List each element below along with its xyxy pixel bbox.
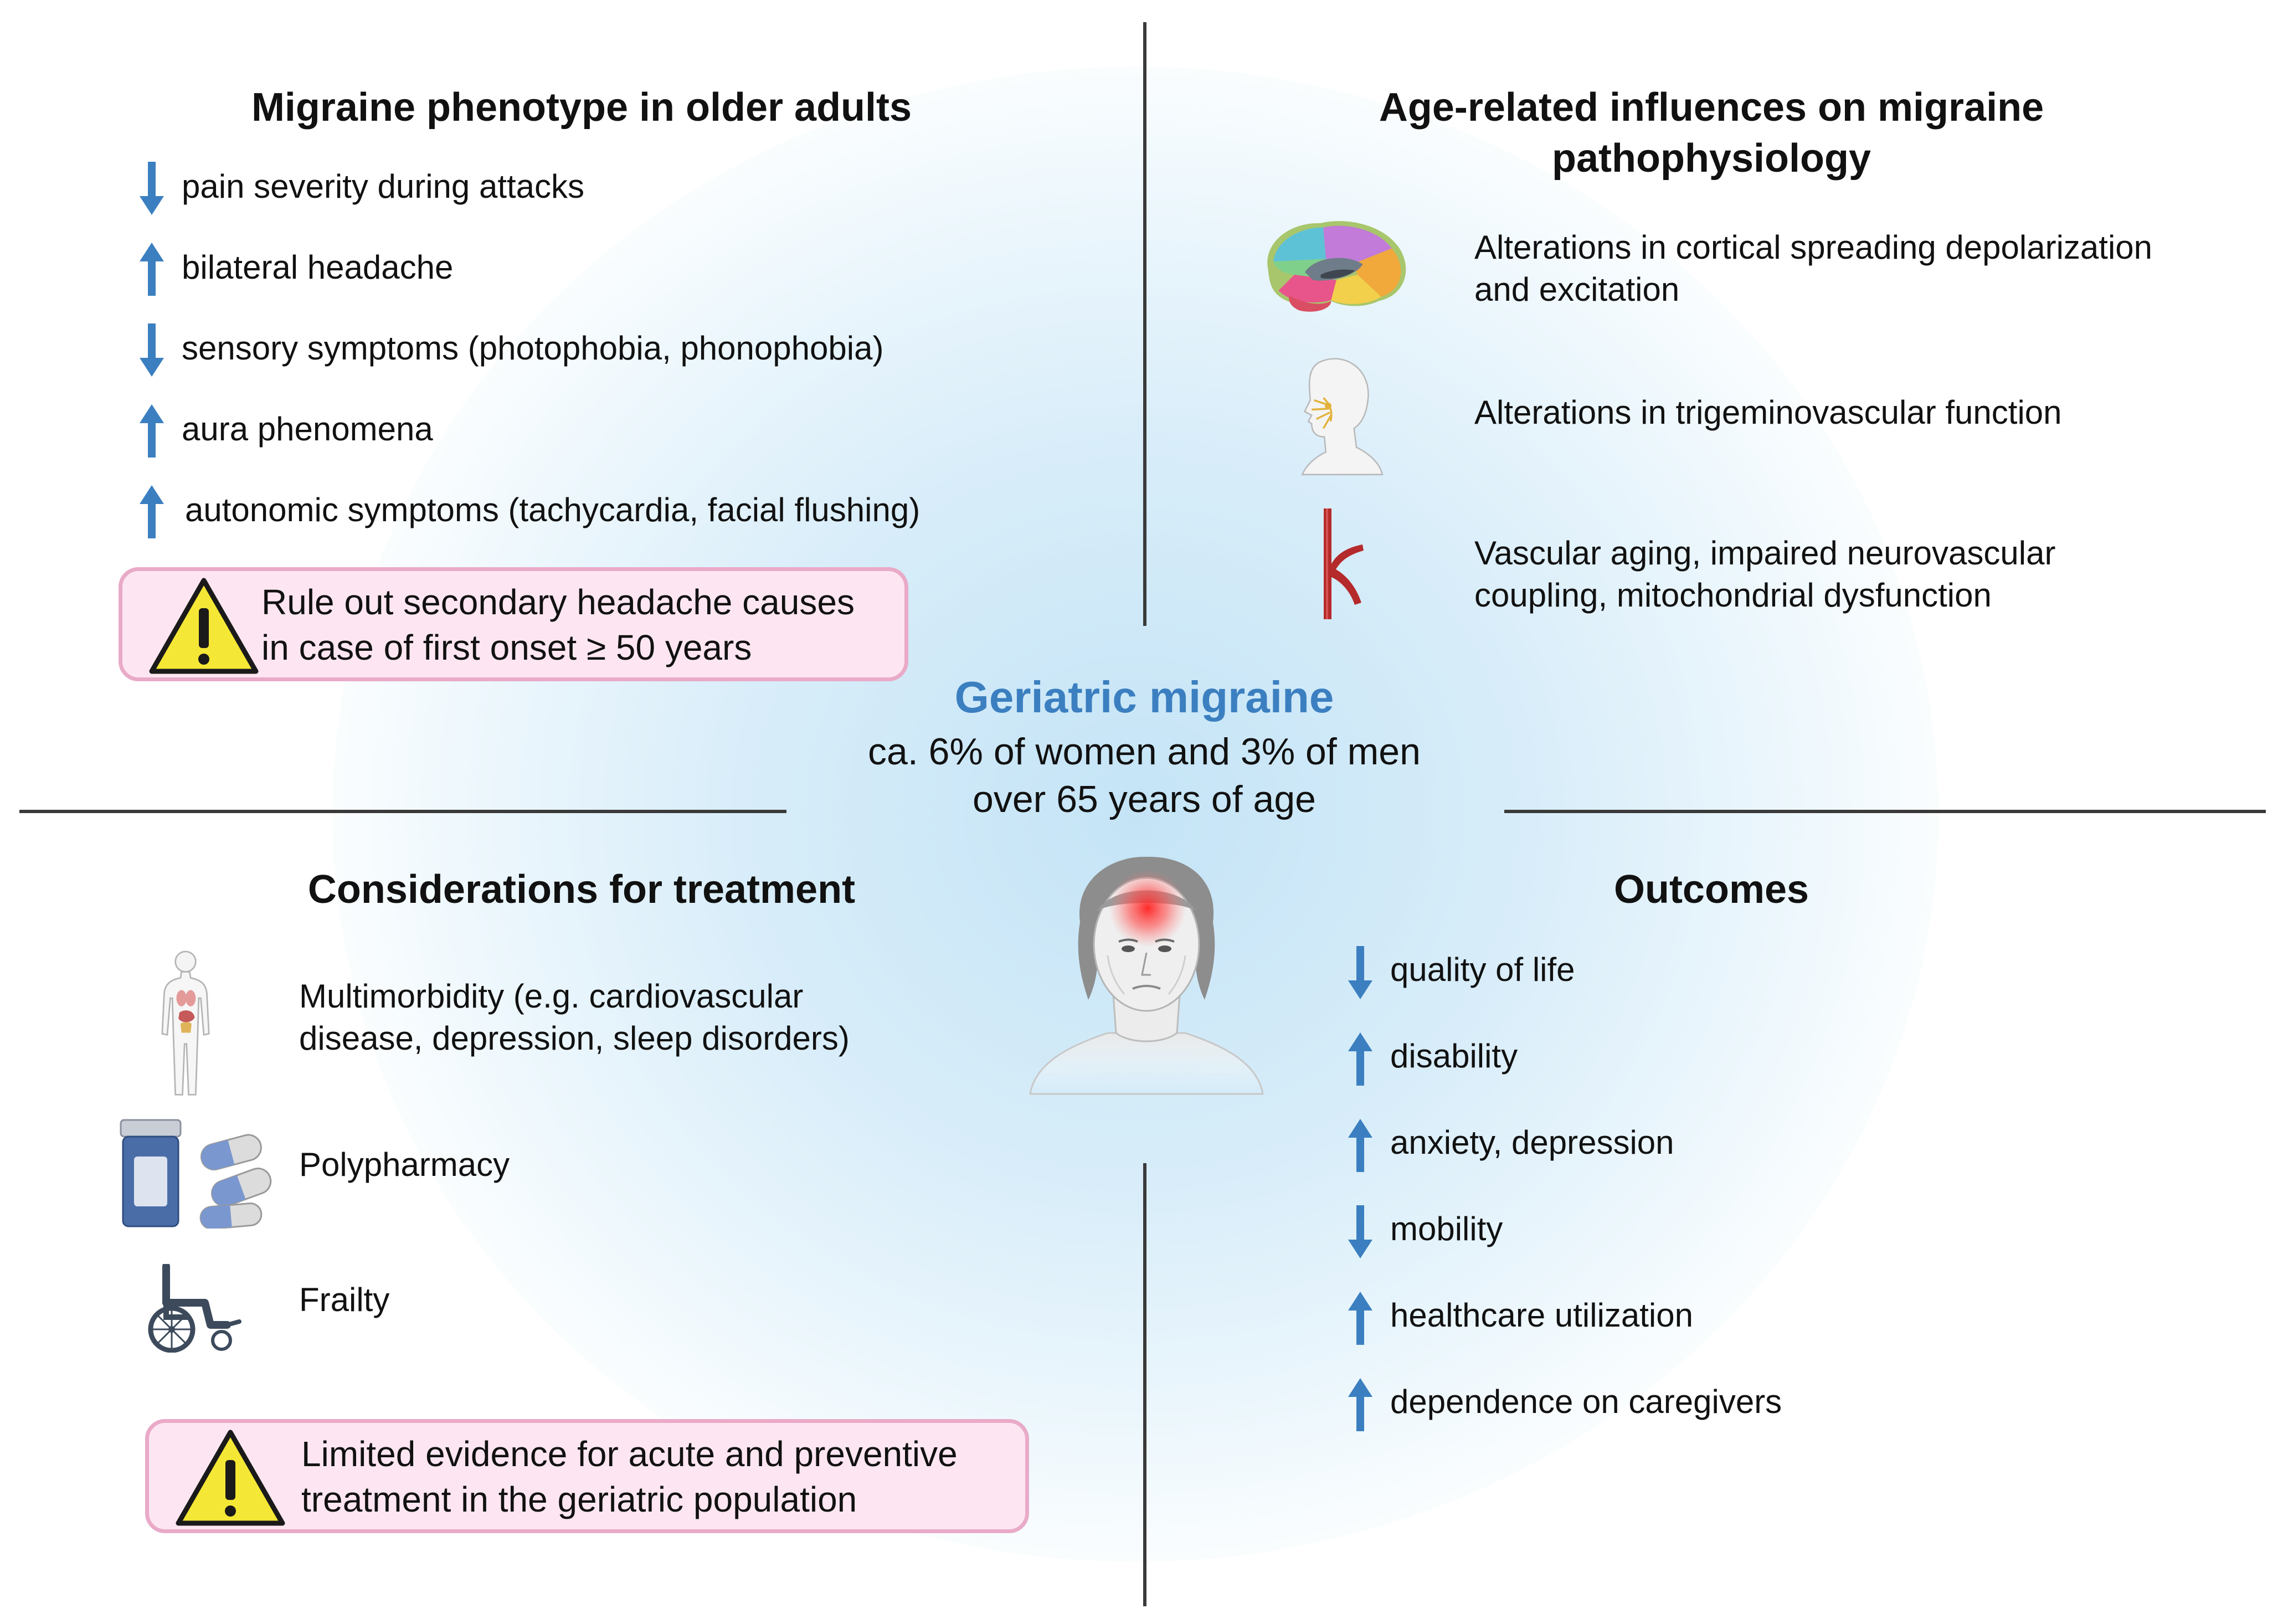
outcome-item-text: mobility	[1390, 1210, 1503, 1247]
outcomes-heading: Outcomes	[1613, 867, 1809, 912]
warning-icon	[175, 1428, 286, 1528]
outcome-item-text: quality of life	[1390, 951, 1575, 988]
treatment-item-text: disease, depression, sleep disorders)	[299, 1020, 850, 1057]
warning-icon	[148, 576, 259, 676]
warning-text-line1: Rule out secondary headache causes	[261, 582, 855, 622]
center-subtitle-line2: over 65 years of age	[973, 778, 1316, 820]
pathophysiology-item-text: Alterations in trigeminovascular functio…	[1474, 394, 2062, 431]
pathophysiology-item-text: coupling, mitochondrial dysfunction	[1474, 577, 1992, 614]
elderly-woman-headache-icon	[1029, 856, 1264, 1095]
arrow-up-icon	[1347, 1377, 1374, 1432]
phenotype-item-text: pain severity during attacks	[182, 168, 585, 205]
warning-text-line2: in case of first onset ≥ 50 years	[261, 628, 752, 667]
divider-top-vertical	[1143, 22, 1146, 626]
pathophysiology-heading-line2: pathophysiology	[1552, 136, 1871, 181]
arrow-down-icon	[138, 322, 165, 378]
phenotype-item-text: aura phenomena	[182, 410, 433, 448]
pathophysiology-item-text: and excitation	[1474, 271, 1680, 308]
treatment-item-text: Frailty	[299, 1281, 390, 1318]
center-subtitle-line1: ca. 6% of women and 3% of men	[868, 731, 1421, 773]
divider-right-horizontal	[1504, 810, 2266, 813]
pathophysiology-item-text: Alterations in cortical spreading depola…	[1474, 229, 2153, 266]
phenotype-heading: Migraine phenotype in older adults	[251, 85, 912, 130]
arrow-down-icon	[138, 161, 165, 216]
treatment-item-text: Polypharmacy	[299, 1146, 510, 1183]
treatment-heading: Considerations for treatment	[307, 867, 856, 912]
phenotype-item-text: bilateral headache	[182, 249, 454, 286]
outcome-item-text: disability	[1390, 1037, 1518, 1075]
arrow-up-icon	[1347, 1291, 1374, 1346]
phenotype-item-text: autonomic symptoms (tachycardia, facial …	[185, 491, 921, 528]
arrow-down-icon	[1347, 945, 1374, 1000]
arrow-up-icon	[138, 241, 165, 297]
pills-icon	[120, 1119, 272, 1229]
background-glow	[332, 66, 1938, 1562]
human-body-icon	[161, 950, 210, 1096]
warning-box-limited-evidence	[145, 1419, 1029, 1533]
outcome-item-text: anxiety, depression	[1390, 1124, 1674, 1161]
pathophysiology-heading-line1: Age-related influences on migraine	[1379, 85, 2044, 130]
arrow-up-icon	[1347, 1118, 1374, 1173]
brain-icon	[1267, 221, 1406, 312]
outcome-item-text: dependence on caregivers	[1390, 1383, 1782, 1420]
outcome-item-text: healthcare utilization	[1390, 1297, 1694, 1334]
warning-text-line1: Limited evidence for acute and preventiv…	[301, 1434, 958, 1474]
center-title: Geriatric migraine	[954, 672, 1334, 722]
arrow-up-icon	[138, 484, 165, 539]
head-nerves-icon	[1301, 358, 1384, 476]
warning-text-line2: treatment in the geriatric population	[301, 1479, 857, 1519]
divider-left-horizontal	[19, 810, 786, 813]
phenotype-item-text: sensory symptoms (photophobia, phonophob…	[182, 330, 884, 367]
wheelchair-icon	[148, 1264, 241, 1353]
treatment-item-text: Multimorbidity (e.g. cardiovascular	[299, 978, 804, 1015]
pathophysiology-item-text: Vascular aging, impaired neurovascular	[1474, 535, 2056, 572]
arrow-up-icon	[138, 403, 165, 459]
divider-bottom-vertical	[1143, 1163, 1146, 1606]
blood-vessel-icon	[1324, 508, 1364, 619]
arrow-down-icon	[1347, 1204, 1374, 1260]
arrow-up-icon	[1347, 1031, 1374, 1087]
